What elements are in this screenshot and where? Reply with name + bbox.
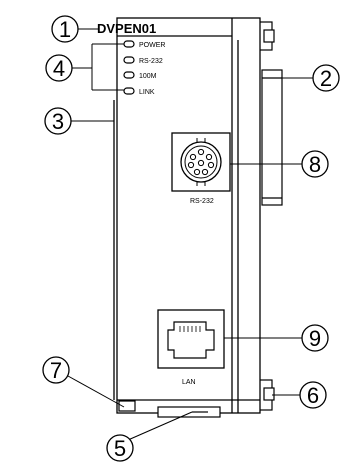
callout-number: 2 <box>320 66 332 91</box>
callout-7: 7 <box>42 356 70 384</box>
lan-port: LAN <box>157 309 225 386</box>
extension-clip <box>157 406 221 418</box>
led-100m: 100M <box>123 71 157 80</box>
pin <box>193 168 201 176</box>
callout-number: 6 <box>307 383 319 408</box>
callout-6: 6 <box>299 381 327 409</box>
callout-circle <box>301 150 329 178</box>
led-indicators: POWER RS-232 100M LINK <box>123 40 165 96</box>
callout-circle <box>51 15 79 43</box>
model-name: DVPEN01 <box>97 21 156 36</box>
pin <box>189 153 197 161</box>
callout-number: 9 <box>309 326 321 351</box>
callout-circle <box>312 64 340 92</box>
led-power-icon <box>123 40 135 48</box>
lan-jack-icon <box>167 321 215 359</box>
callout-number: 7 <box>50 358 62 383</box>
callout-number: 1 <box>59 17 71 42</box>
callout-1: 1 <box>51 15 79 43</box>
mounting-slot <box>118 400 136 412</box>
led-rs232-icon <box>123 56 135 64</box>
callout-3: 3 <box>44 107 72 135</box>
rs232-pins <box>187 148 215 176</box>
callout-number: 4 <box>53 56 65 81</box>
rail-bracket <box>261 69 283 206</box>
pin <box>197 159 205 167</box>
pin <box>205 153 213 161</box>
leader-lines <box>67 28 314 441</box>
callout-8: 8 <box>301 150 329 178</box>
led-100m-icon <box>123 71 135 79</box>
led-link-icon <box>123 87 135 95</box>
callout-circle <box>106 434 134 462</box>
pin <box>197 148 205 156</box>
callout-9: 9 <box>301 324 329 352</box>
pin <box>187 161 195 169</box>
callout-5: 5 <box>106 434 134 462</box>
led-rs232: RS-232 <box>123 56 163 65</box>
callout-circle <box>42 356 70 384</box>
callout-number: 8 <box>309 152 321 177</box>
callout-2: 2 <box>312 64 340 92</box>
lan-port-label: LAN <box>182 379 196 386</box>
top-clip <box>257 21 275 51</box>
callouts: 1 2 3 4 5 6 7 8 <box>42 15 340 462</box>
pin <box>201 168 209 176</box>
callout-4: 4 <box>45 54 73 82</box>
callout-number: 3 <box>52 109 64 134</box>
led-rs232-label: RS-232 <box>139 58 163 65</box>
callout-circle <box>45 54 73 82</box>
led-100m-label: 100M <box>139 73 157 80</box>
led-link-label: LINK <box>139 89 155 96</box>
rs232-port-label: RS-232 <box>190 198 214 205</box>
callout-circle <box>299 381 327 409</box>
led-power-label: POWER <box>139 42 165 49</box>
callout-circle <box>301 324 329 352</box>
callout-circle <box>44 107 72 135</box>
pin <box>207 161 215 169</box>
callout-number: 5 <box>114 436 126 461</box>
led-link: LINK <box>123 87 155 96</box>
rs232-port: RS-232 <box>171 132 231 205</box>
